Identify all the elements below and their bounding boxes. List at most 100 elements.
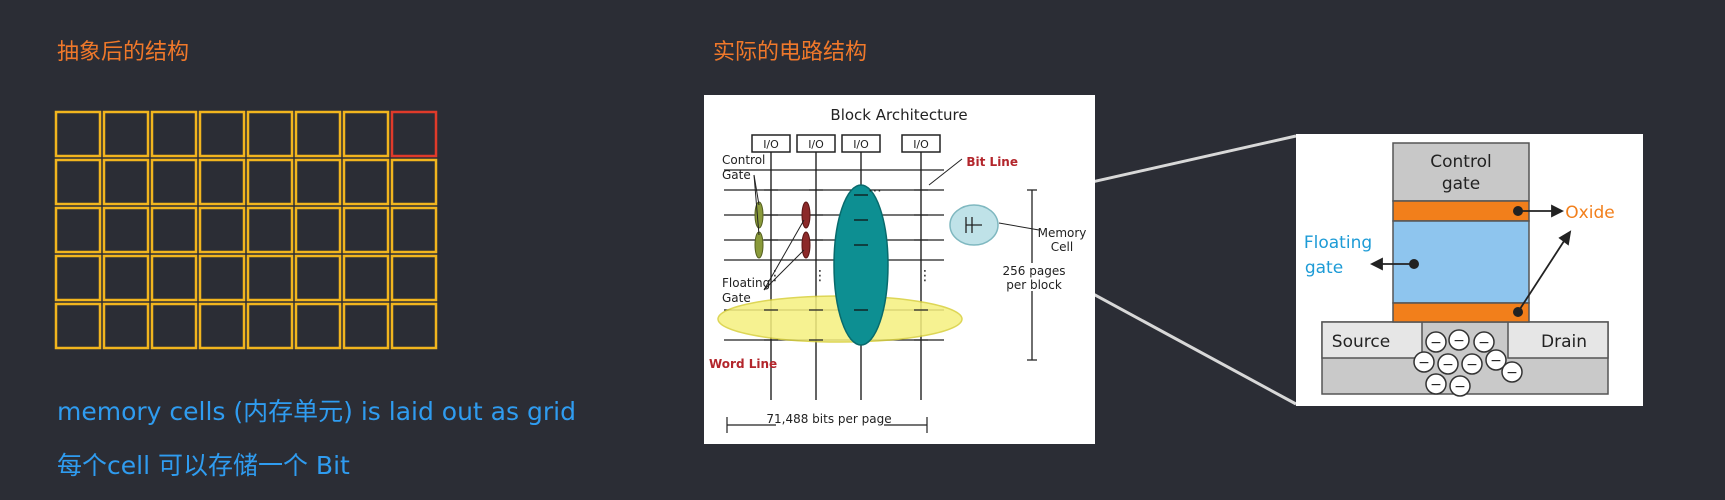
source-region [1321,321,1423,359]
abstract-structure-heading: 抽象后的结构 [57,40,190,65]
block-architecture-panel: Block Architecture I/O I/O I/O I/O [704,95,1095,444]
drain-region [1507,321,1609,359]
electrons: − − − − − − − − − − [1413,329,1523,397]
floating-gate-label-1: Floating [722,276,770,290]
memory-cell [198,206,246,254]
memory-cell-label-2: Cell [1051,240,1073,254]
bit-line-ellipse [833,184,889,346]
memory-cell [294,206,342,254]
memory-cell [198,302,246,350]
memory-cell [342,254,390,302]
control-gate-label-1: Control [722,153,765,167]
control-gate-label-2: Gate [722,168,751,182]
bits-label-bg [776,411,884,427]
cell-structure-panel: Source Drain Control gate − − − − − − − … [1296,134,1643,406]
memory-cell [102,254,150,302]
ellipsis-dots: ⋮⋮⋮ ⋯ [768,183,932,284]
memory-cell [342,302,390,350]
svg-text:⋮: ⋮ [813,268,827,284]
memory-cell [342,158,390,206]
memory-cell [246,254,294,302]
annotation-arrows [1369,204,1572,313]
electron-5 [1437,353,1459,375]
floating-gate-marker-1 [801,201,811,229]
word-line-label: Word Line [709,357,777,371]
electron-9 [1449,375,1471,397]
electron-4-sign: − [1418,355,1430,371]
control-gate-marker-2 [754,231,764,259]
memory-cell [294,110,342,158]
io-boxes: I/O I/O I/O I/O [751,134,941,153]
bit-caption: 每个cell 可以存储一个 Bit [57,451,350,480]
electron-7 [1485,349,1507,371]
io-label-3: I/O [853,138,869,151]
io-label-1: I/O [763,138,779,151]
memory-cell [294,158,342,206]
memory-cell-grid [54,110,438,350]
io-label-4: I/O [913,138,929,151]
floating-gate-label-2: gate [1305,258,1343,278]
control-gate-block [1392,142,1530,202]
memory-cell [54,302,102,350]
memory-cell [294,254,342,302]
oxide-layer-top [1392,200,1530,222]
svg-text:⋮: ⋮ [768,268,782,284]
floating-gate-marker-2 [801,231,811,259]
memory-cell [54,254,102,302]
memory-cell [246,206,294,254]
drain-label: Drain [1541,332,1587,352]
circuit-structure-heading: 实际的电路结构 [713,40,868,65]
memory-cell [102,158,150,206]
electron-8-sign: − [1430,377,1442,393]
memory-cell [150,254,198,302]
control-gate-label-2: gate [1442,174,1480,194]
memory-cell [246,110,294,158]
oxide-layer-bottom [1392,302,1530,323]
memory-cell [198,110,246,158]
electron-3-sign: − [1478,335,1490,351]
electron-6-sign: − [1466,357,1478,373]
memory-cell [54,110,102,158]
memory-cell [198,158,246,206]
source-label: Source [1332,332,1390,352]
cell-structure-diagram: Source Drain Control gate − − − − − − − … [1304,142,1615,397]
memory-cell [54,158,102,206]
electron-6 [1461,353,1483,375]
memory-cell [150,206,198,254]
floating-gate-label-1: Floating [1304,233,1372,253]
memory-cell [102,206,150,254]
memory-cell-transistor [965,217,982,233]
memory-cell-label-1: Memory [1038,226,1087,240]
control-gate-label-1: Control [1430,152,1491,172]
bits-per-page-label: 71,488 bits per page [766,412,891,426]
teal-transistors [854,194,868,311]
electron-10 [1501,361,1523,383]
electron-8 [1425,373,1447,395]
memory-cell [342,110,390,158]
memory-cell [342,206,390,254]
electron-2 [1448,329,1470,351]
memory-cell [246,302,294,350]
bit-line-label: Bit Line [966,155,1018,169]
memory-cell-highlighted [390,110,438,158]
block-architecture-diagram: Block Architecture I/O I/O I/O I/O [709,106,1087,433]
pointer-lines [753,158,1040,291]
pages-line-2: per block [1006,278,1062,292]
memory-cell [102,110,150,158]
memory-cell [198,254,246,302]
block-title: Block Architecture [830,106,967,124]
oxide-label: Oxide [1565,203,1614,223]
memory-cell [294,302,342,350]
memory-cell [54,206,102,254]
pages-line-1: 256 pages [1003,264,1066,278]
memory-cell [246,158,294,206]
pages-label-bg [1003,263,1068,291]
electron-4 [1413,351,1435,373]
electron-1 [1425,331,1447,353]
memory-cell [390,254,438,302]
io-label-2: I/O [808,138,824,151]
memory-cell [102,302,150,350]
electron-10-sign: − [1506,365,1518,381]
memory-cell [150,110,198,158]
electron-1-sign: − [1430,335,1442,351]
